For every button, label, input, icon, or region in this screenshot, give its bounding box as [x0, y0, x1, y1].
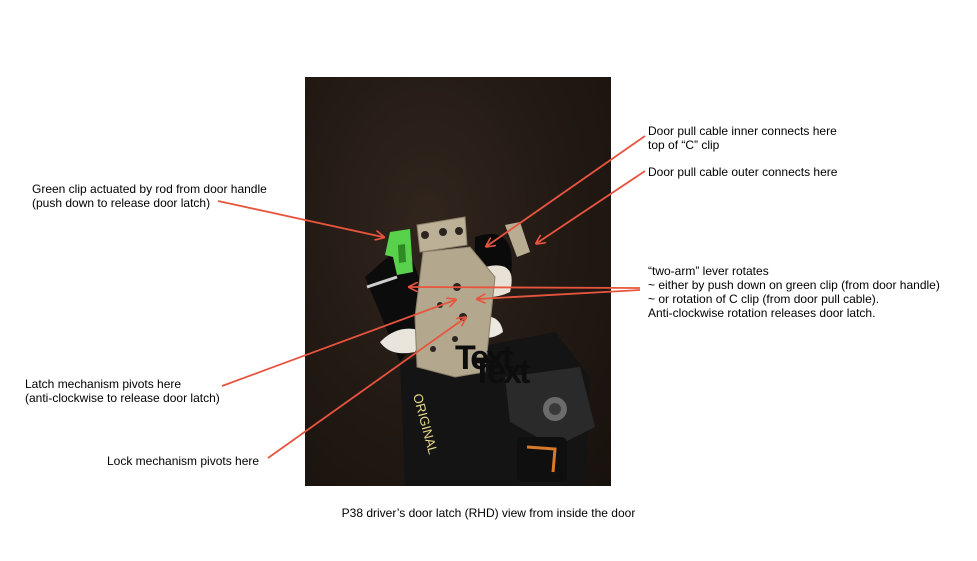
main-plate: [414, 246, 496, 378]
label-lock-pivot: Lock mechanism pivots here: [107, 454, 260, 468]
arrow-latch-pivot: [221, 300, 455, 387]
label-two-arm-lever: “two-arm” lever rotates ~ either by push…: [648, 264, 940, 320]
overlay-text-2: Text: [472, 353, 530, 391]
plastic-lever: [380, 328, 425, 354]
arrow-two-arm-b: [478, 289, 641, 299]
latch-illustration: ORIGINAL: [305, 77, 611, 486]
door-latch-photo: ORIGINAL Text Text: [305, 77, 611, 486]
overlay-text-1: Text: [455, 339, 513, 377]
arrow-two-arm-a: [410, 287, 641, 288]
cable-outer-bracket: [505, 222, 530, 257]
label-cable-inner: Door pull cable inner connects here top …: [648, 124, 837, 152]
label-cable-outer: Door pull cable outer connects here: [648, 165, 838, 179]
label-latch-pivot: Latch mechanism pivots here (anti-clockw…: [25, 377, 220, 405]
label-green-clip: Green clip actuated by rod from door han…: [32, 182, 267, 210]
arrow-cable-inner: [487, 135, 646, 246]
arrow-green-clip: [217, 200, 383, 237]
figure-caption: P38 driver’s door latch (RHD) view from …: [341, 506, 636, 520]
arrow-cable-outer: [537, 170, 646, 243]
arrow-lock-pivot: [267, 318, 465, 459]
